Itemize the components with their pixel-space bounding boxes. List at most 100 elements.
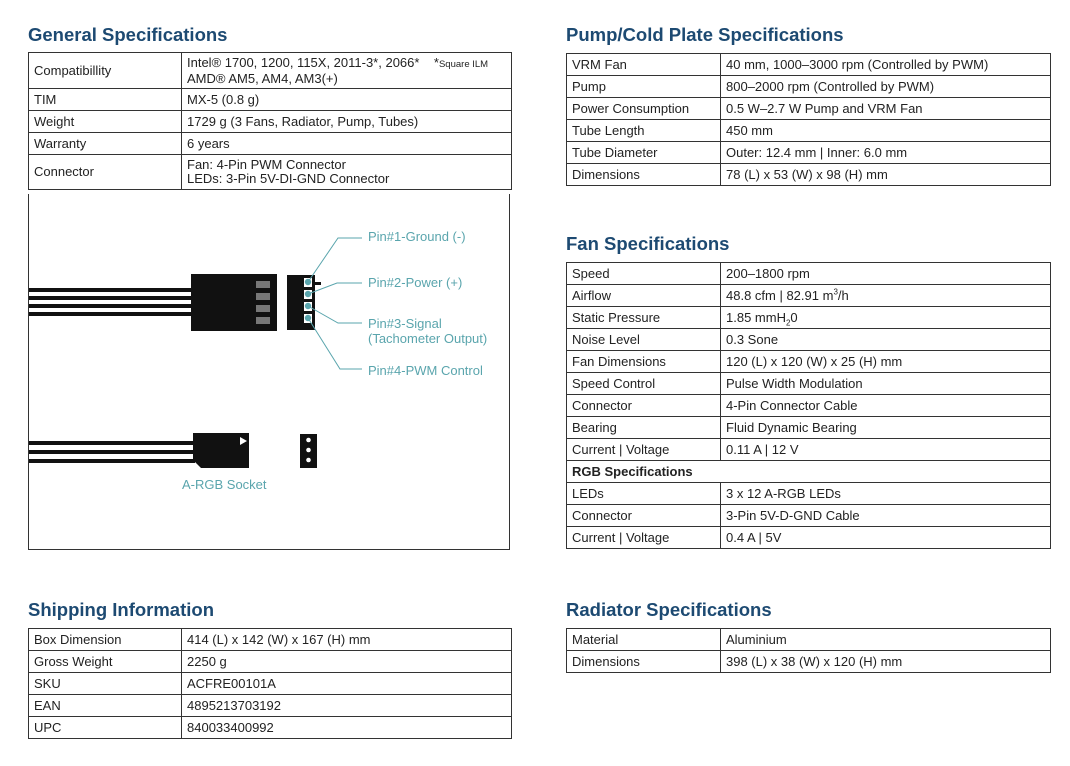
argb-plug (193, 433, 249, 468)
row-label: EAN (28, 694, 182, 717)
general-specs-title: General Specifications (28, 24, 228, 45)
connector-label: Connector (28, 154, 182, 190)
argb-header (300, 434, 317, 468)
row-value: 200–1800 rpm (720, 262, 1051, 285)
row-label: Current | Voltage (566, 526, 721, 549)
row-value: 3 x 12 A-RGB LEDs (720, 482, 1051, 505)
pin4-label: Pin#4-PWM Control (368, 363, 483, 378)
row-value-script: 3 (833, 287, 838, 297)
row-value: 0.5 W–2.7 W Pump and VRM Fan (720, 97, 1051, 120)
row-value: ACFRE00101A (181, 672, 512, 695)
row-value: 0.4 A | 5V (720, 526, 1051, 549)
row-value: 40 mm, 1000–3000 rpm (Controlled by PWM) (720, 53, 1051, 76)
row-label: Noise Level (566, 328, 721, 351)
row-value: 840033400992 (181, 716, 512, 739)
row-label: Dimensions (566, 650, 721, 673)
warranty-value: 6 years (181, 132, 512, 155)
row-label: Gross Weight (28, 650, 182, 673)
row-value: 0.3 Sone (720, 328, 1051, 351)
argb-cable (29, 441, 195, 463)
row-label: Tube Length (566, 119, 721, 142)
row-label: Speed Control (566, 372, 721, 395)
row-label: Speed (566, 262, 721, 285)
row-value: 48.8 cfm | 82.91 m3/h (720, 284, 1051, 307)
fan-specs-title: Fan Specifications (566, 233, 730, 254)
row-label: Current | Voltage (566, 438, 721, 461)
row-label: Dimensions (566, 163, 721, 186)
row-value-suffix: /h (837, 287, 849, 303)
row-value: 800–2000 rpm (Controlled by PWM) (720, 75, 1051, 98)
fan-header-4pin (287, 275, 321, 330)
weight-label: Weight (28, 110, 182, 133)
row-label: SKU (28, 672, 182, 695)
row-value: 3-Pin 5V-D-GND Cable (720, 504, 1051, 527)
row-value: Outer: 12.4 mm | Inner: 6.0 mm (720, 141, 1051, 164)
row-label: VRM Fan (566, 53, 721, 76)
rgb-specs-heading: RGB Specifications (566, 460, 1051, 483)
pin-callout-lines (307, 237, 362, 370)
row-value: 4895213703192 (181, 694, 512, 717)
row-label: Tube Diameter (566, 141, 721, 164)
table-row: Weight 1729 g (3 Fans, Radiator, Pump, T… (28, 110, 512, 133)
compatibility-intel: Intel® 1700, 1200, 115X, 2011-3*, 2066* (187, 54, 420, 70)
fan-cable (29, 288, 193, 316)
compatibility-value: Intel® 1700, 1200, 115X, 2011-3*, 2066* … (181, 52, 512, 89)
pin1-label: Pin#1-Ground (-) (368, 229, 466, 244)
row-value: Fluid Dynamic Bearing (720, 416, 1051, 439)
row-value-script: 2 (785, 318, 791, 328)
row-value: Pulse Width Modulation (720, 372, 1051, 395)
compatibility-label: Compatibillity (28, 52, 182, 89)
tim-label: TIM (28, 88, 182, 111)
tim-value: MX-5 (0.8 g) (181, 88, 512, 111)
row-value-text: 1.85 mmH (726, 309, 786, 325)
pin3-label-line1: Pin#3-Signal (368, 316, 442, 331)
shipping-info-title: Shipping Information (28, 599, 215, 620)
row-value: 398 (L) x 38 (W) x 120 (H) mm (720, 650, 1051, 673)
row-value: 120 (L) x 120 (W) x 25 (H) mm (720, 350, 1051, 373)
row-label: Connector (566, 504, 721, 527)
row-label: Bearing (566, 416, 721, 439)
connector-value: Fan: 4-Pin PWM Connector LEDs: 3-Pin 5V-… (181, 154, 512, 190)
row-label: UPC (28, 716, 182, 739)
compatibility-note: Square ILM (438, 58, 489, 70)
table-row: Warranty 6 years (28, 132, 512, 155)
row-value: Aluminium (720, 628, 1051, 651)
rgb-specs-heading-row: RGB Specifications (566, 460, 1051, 483)
radiator-specs-title: Radiator Specifications (566, 599, 772, 620)
row-value: 4-Pin Connector Cable (720, 394, 1051, 417)
pin3-label-line2: (Tachometer Output) (368, 331, 488, 346)
row-label: Power Consumption (566, 97, 721, 120)
connector-diagram: Pin#1-Ground (-) Pin#2-Power (+) Pin#3-S… (28, 194, 510, 550)
compatibility-amd: AMD® AM5, AM4, AM3(+) (187, 70, 338, 86)
general-specs-table: Compatibillity Intel® 1700, 1200, 115X, … (28, 52, 512, 190)
row-label: Connector (566, 394, 721, 417)
table-row: Connector Fan: 4-Pin PWM Connector LEDs:… (28, 154, 512, 190)
compatibility-note-star: * (433, 54, 439, 70)
pin2-label: Pin#2-Power (+) (368, 275, 463, 290)
connector-diagram-graphic (29, 237, 362, 468)
connector-fan: Fan: 4-Pin PWM Connector (187, 157, 346, 172)
row-value: 450 mm (720, 119, 1051, 142)
table-row: TIM MX-5 (0.8 g) (28, 88, 512, 111)
row-label: Fan Dimensions (566, 350, 721, 373)
